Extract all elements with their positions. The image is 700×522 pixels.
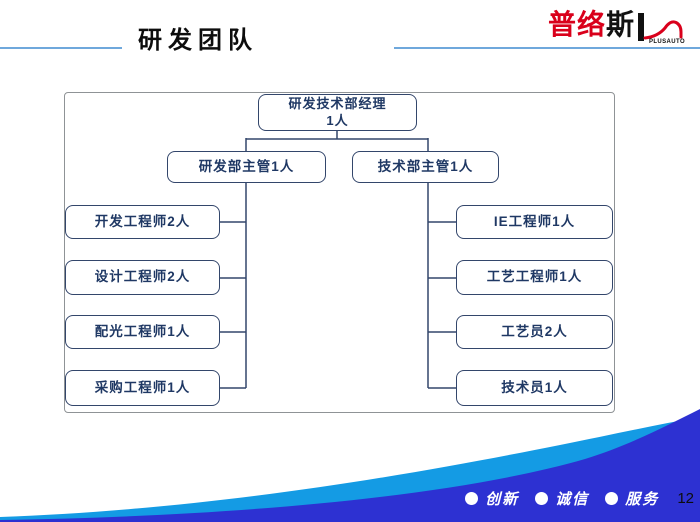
page-number: 12	[677, 490, 694, 507]
motto-innovation: 创新	[465, 488, 519, 509]
org-node-root: 研发技术部经理 1人	[258, 94, 417, 131]
car-icon	[638, 13, 683, 41]
footer-motto-bar: 创新 诚信 服务 12	[465, 488, 694, 509]
org-chart-frame	[64, 92, 615, 413]
org-node-right-3: 工艺员2人	[456, 315, 613, 349]
org-node-root-count: 1人	[326, 112, 349, 128]
bullet-dot-icon	[465, 492, 479, 505]
logo-car-mark: PLUSAUTO	[637, 8, 685, 50]
logo-char-2: 络	[577, 9, 607, 40]
org-node-manager-rd: 研发部主管1人	[167, 151, 326, 183]
slide-title: 研发团队	[138, 27, 258, 54]
motto-label: 创新	[485, 491, 520, 508]
logo-char-1: 普	[548, 9, 578, 40]
bullet-dot-icon	[535, 492, 549, 505]
org-node-left-4: 采购工程师1人	[65, 370, 220, 406]
motto-label: 服务	[625, 491, 660, 508]
org-node-root-label: 研发技术部经理	[288, 96, 387, 112]
logo-char-3: 斯	[606, 9, 636, 40]
header-divider-left	[0, 47, 122, 49]
logo-subtext: PLUSAUTO	[648, 39, 686, 45]
org-node-right-2: 工艺工程师1人	[456, 260, 613, 295]
motto-integrity: 诚信	[535, 488, 589, 509]
org-node-right-1: IE工程师1人	[456, 205, 613, 239]
org-node-right-4: 技术员1人	[456, 370, 613, 406]
org-node-left-1: 开发工程师2人	[65, 205, 220, 239]
org-node-left-2: 设计工程师2人	[65, 260, 220, 295]
org-node-manager-tech: 技术部主管1人	[352, 151, 499, 183]
header-divider-right	[394, 47, 700, 49]
motto-service: 服务	[605, 488, 659, 509]
motto-label: 诚信	[555, 491, 590, 508]
footer-wave-decoration	[0, 409, 700, 522]
company-logo: 普 络 斯 PLUSAUTO	[548, 8, 685, 50]
org-node-left-3: 配光工程师1人	[65, 315, 220, 349]
bullet-dot-icon	[605, 492, 619, 505]
